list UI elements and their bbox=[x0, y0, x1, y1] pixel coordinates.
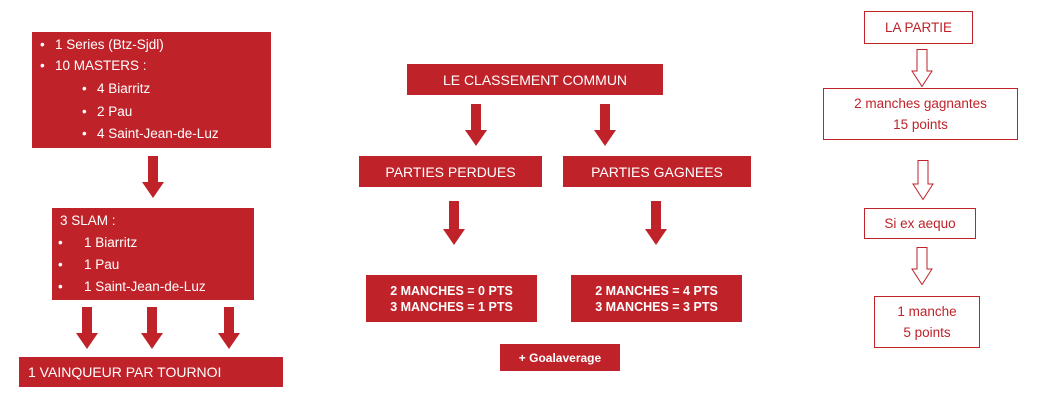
bullet: • bbox=[82, 104, 87, 119]
bullet: • bbox=[40, 37, 45, 52]
une-manche-line2: 5 points bbox=[903, 325, 951, 340]
parties-perdues-label: PARTIES PERDUES bbox=[385, 163, 516, 180]
bullet: • bbox=[82, 126, 87, 141]
bullet: • bbox=[58, 235, 63, 250]
series-item: 1 Series (Btz-Sjdl) bbox=[55, 37, 164, 52]
la-partie-title: LA PARTIE bbox=[884, 20, 953, 35]
won-points-box: 2 MANCHES = 4 PTS 3 MANCHES = 3 PTS bbox=[571, 275, 742, 322]
hollow-arrow-down-icon bbox=[911, 247, 933, 285]
slam-box: 3 SLAM : • 1 Biarritz • 1 Pau • 1 Saint-… bbox=[52, 208, 254, 300]
arrow-down-icon bbox=[76, 307, 98, 349]
goalaverage-label: + Goalaverage bbox=[518, 350, 602, 365]
slam-sjdl: 1 Saint-Jean-de-Luz bbox=[84, 279, 206, 294]
arrow-down-icon bbox=[443, 201, 465, 245]
parties-gagnees-label: PARTIES GAGNEES bbox=[591, 163, 723, 180]
slam-pau: 1 Pau bbox=[84, 257, 120, 272]
bullet: • bbox=[58, 257, 63, 272]
classement-title: LE CLASSEMENT COMMUN bbox=[442, 71, 628, 88]
la-partie-box: LA PARTIE bbox=[864, 11, 973, 44]
bullet: • bbox=[58, 279, 63, 294]
ex-aequo-label: Si ex aequo bbox=[884, 216, 956, 231]
hollow-arrow-down-icon bbox=[912, 160, 934, 200]
arrow-down-icon bbox=[465, 104, 487, 146]
slam-biarritz: 1 Biarritz bbox=[84, 235, 138, 250]
manches-gagnantes-line2: 15 points bbox=[893, 117, 948, 132]
manches-gagnantes-box: 2 manches gagnantes 15 points bbox=[823, 88, 1018, 140]
hollow-arrow-down-icon bbox=[911, 49, 933, 87]
masters-pau: 2 Pau bbox=[97, 104, 133, 119]
lost-points-line2: 3 MANCHES = 1 PTS bbox=[390, 299, 513, 314]
slam-title: 3 SLAM : bbox=[60, 213, 116, 228]
arrow-down-icon bbox=[142, 156, 164, 198]
bullet: • bbox=[40, 58, 45, 73]
winner-box: 1 VAINQUEUR PAR TOURNOI bbox=[19, 357, 283, 387]
manches-gagnantes-line1: 2 manches gagnantes bbox=[854, 96, 987, 111]
une-manche-box: 1 manche 5 points bbox=[874, 296, 980, 348]
masters-biarritz: 4 Biarritz bbox=[97, 81, 151, 96]
une-manche-line1: 1 manche bbox=[897, 304, 957, 319]
masters-sjdl: 4 Saint-Jean-de-Luz bbox=[97, 126, 219, 141]
arrow-down-icon bbox=[218, 307, 240, 349]
arrow-down-icon bbox=[594, 104, 616, 146]
parties-perdues-box: PARTIES PERDUES bbox=[359, 156, 542, 187]
arrow-down-icon bbox=[645, 201, 667, 245]
won-points-line2: 3 MANCHES = 3 PTS bbox=[595, 299, 718, 314]
winner-label: 1 VAINQUEUR PAR TOURNOI bbox=[28, 364, 222, 380]
lost-points-box: 2 MANCHES = 0 PTS 3 MANCHES = 1 PTS bbox=[366, 275, 537, 322]
parties-gagnees-box: PARTIES GAGNEES bbox=[563, 156, 751, 187]
ex-aequo-box: Si ex aequo bbox=[864, 208, 976, 239]
lost-points-line1: 2 MANCHES = 0 PTS bbox=[390, 283, 513, 298]
masters-series-box: • 1 Series (Btz-Sjdl) • 10 MASTERS : • 4… bbox=[32, 32, 271, 148]
masters-item: 10 MASTERS : bbox=[55, 58, 147, 73]
arrow-down-icon bbox=[141, 307, 163, 349]
won-points-line1: 2 MANCHES = 4 PTS bbox=[595, 283, 718, 298]
goalaverage-box: + Goalaverage bbox=[500, 344, 620, 371]
classement-title-box: LE CLASSEMENT COMMUN bbox=[407, 64, 663, 95]
bullet: • bbox=[82, 81, 87, 96]
